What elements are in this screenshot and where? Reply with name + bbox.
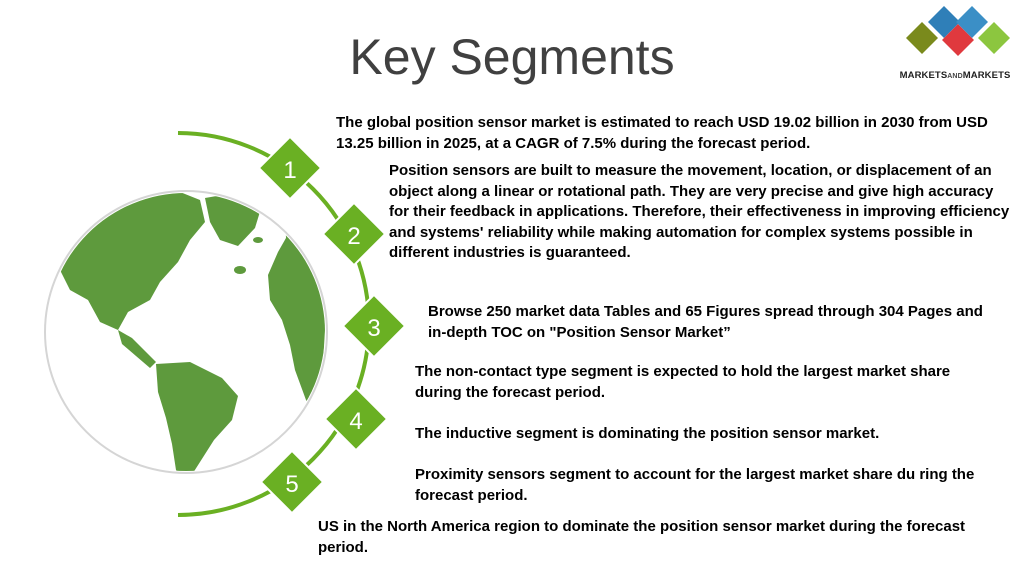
proximity-point: Proximity sensors segment to account for… xyxy=(415,466,975,504)
definition-paragraph: Position sensors are built to measure th… xyxy=(389,162,1010,261)
island-shape xyxy=(234,266,246,274)
badge-1: 1 xyxy=(257,135,323,201)
badge-3: 3 xyxy=(341,293,407,359)
badge-number: 3 xyxy=(367,315,380,342)
inductive-point: The inductive segment is dominating the … xyxy=(415,425,880,442)
globe-graphic: 1 2 3 4 5 xyxy=(44,131,407,517)
badge-number: 2 xyxy=(347,223,360,250)
logo-text: MARKETSANDMARKETS xyxy=(899,70,1011,81)
badge-number: 1 xyxy=(283,157,296,184)
us-point: US in the North America region to domina… xyxy=(318,518,966,556)
badge-4: 4 xyxy=(323,386,389,452)
logo-diamond-olive xyxy=(906,22,938,54)
logo-diamond-blue-2 xyxy=(956,6,988,38)
logo-diamond-lime xyxy=(978,22,1010,54)
island-shape xyxy=(253,237,263,243)
badge-number: 4 xyxy=(349,408,362,435)
marketsandmarkets-logo xyxy=(906,6,1010,56)
badge-5: 5 xyxy=(259,449,325,515)
central-america-shape xyxy=(118,330,156,368)
badge-number: 5 xyxy=(285,471,298,498)
south-america-shape xyxy=(156,362,238,471)
intro-paragraph: The global position sensor market is est… xyxy=(336,114,988,152)
badge-2: 2 xyxy=(321,201,387,267)
page-title: Key Segments xyxy=(349,29,675,85)
browse-paragraph: Browse 250 market data Tables and 65 Fig… xyxy=(428,303,983,341)
noncontact-point: The non-contact type segment is expected… xyxy=(415,363,951,401)
